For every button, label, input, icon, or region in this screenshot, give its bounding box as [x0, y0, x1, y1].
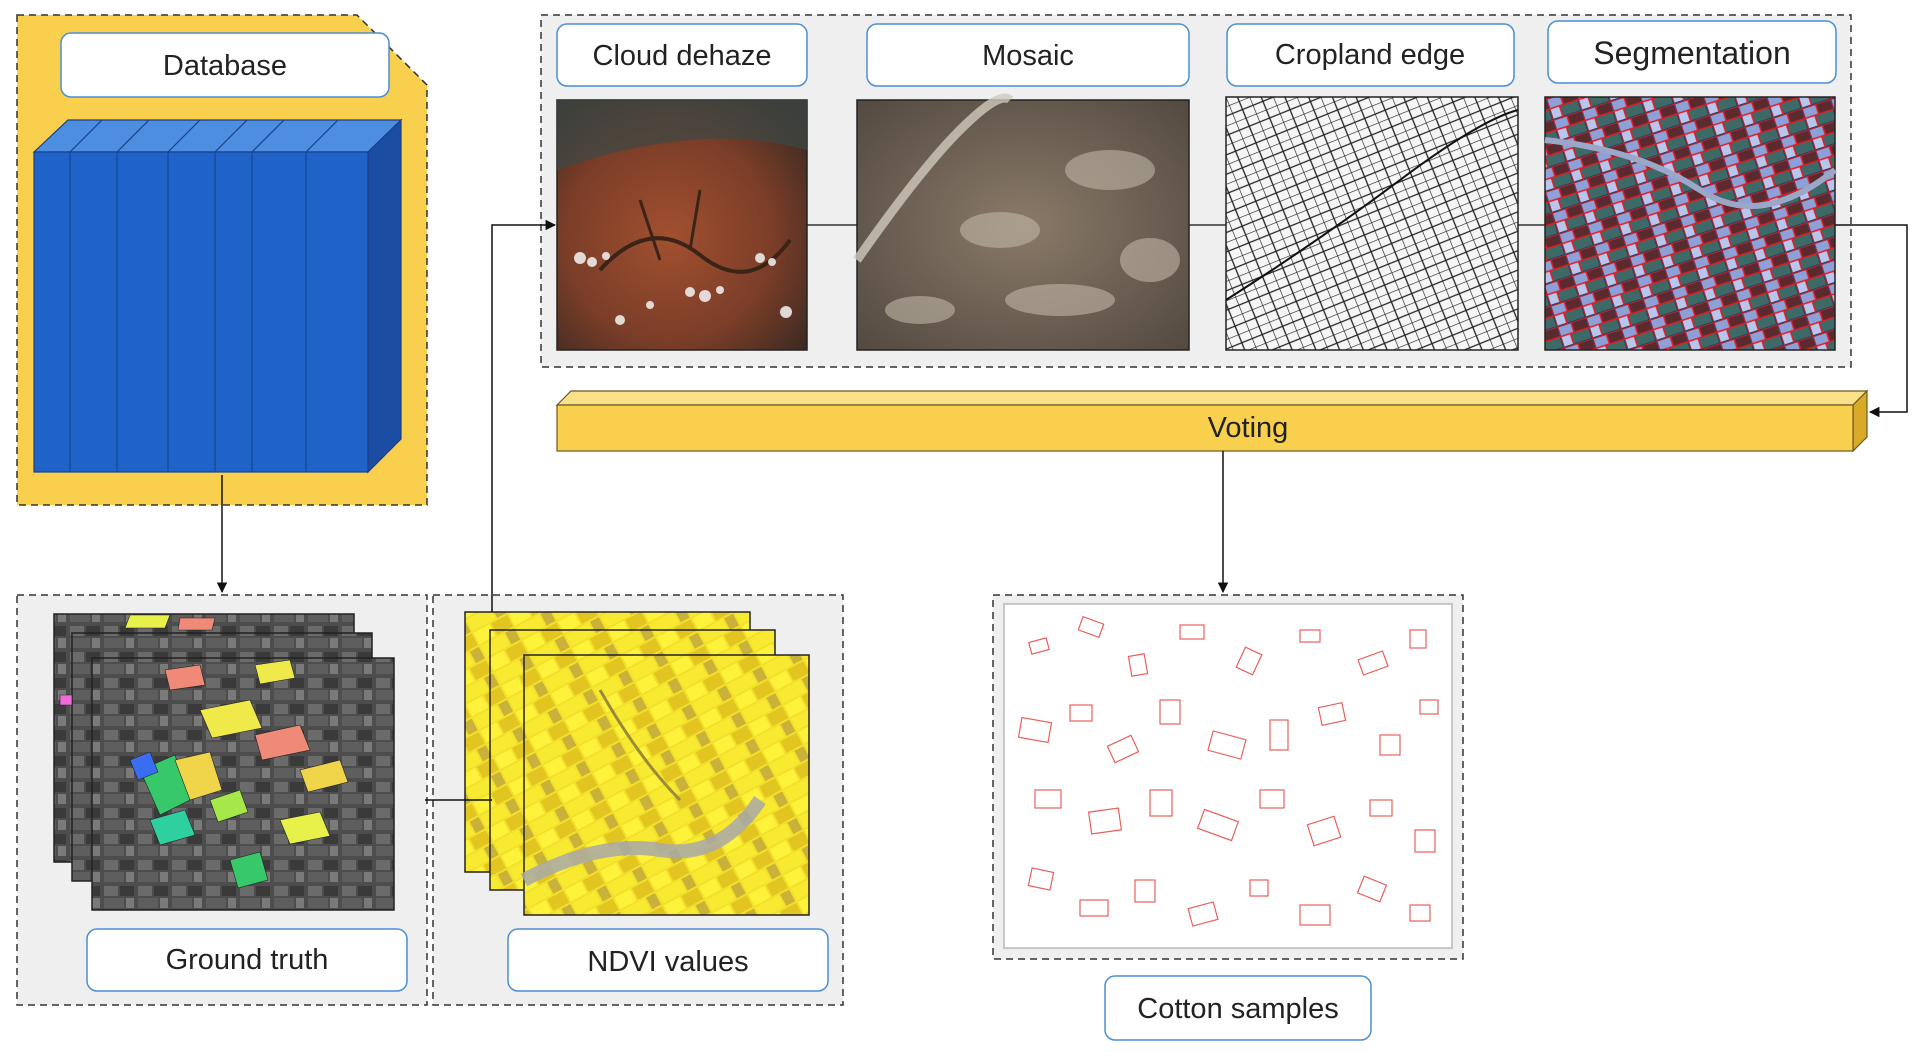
ground-truth-image-stack	[53, 613, 395, 911]
cotton-samples-panel: Cotton samples	[992, 594, 1464, 1041]
database-label-box	[60, 32, 390, 98]
arrow-segmentation-to-voting	[1835, 224, 1908, 418]
mosaic-label-box	[866, 23, 1190, 87]
cotton-samples-image	[1003, 603, 1453, 949]
arrow-ndvi-to-cloud-dehaze	[425, 225, 555, 801]
preprocessing-panel: Cloud dehaze Mosaic Cropland edge Segmen…	[540, 14, 1852, 368]
cloud-dehaze-label: Cloud dehaze	[593, 40, 772, 72]
database-cube-icon	[32, 118, 403, 474]
segmentation-label-box	[1547, 20, 1837, 84]
cloud-dehaze-label-box	[556, 23, 808, 87]
cotton-samples-label-box	[1104, 975, 1372, 1041]
voting-label: Voting	[1208, 412, 1289, 444]
ground-truth-label-box	[86, 928, 408, 992]
cotton-field-outlines	[1017, 615, 1439, 927]
segmentation-label: Segmentation	[1593, 35, 1790, 71]
cloud-dehaze-image	[556, 99, 808, 351]
ndvi-label: NDVI values	[587, 946, 748, 978]
ndvi-image-stack	[464, 611, 810, 916]
mosaic-label: Mosaic	[982, 40, 1074, 72]
flow-arrows	[216, 224, 1908, 801]
ground-truth-label: Ground truth	[166, 944, 329, 976]
segmentation-image	[1544, 96, 1837, 351]
voting-bar: Voting	[555, 389, 1869, 453]
ndvi-panel: NDVI values	[432, 594, 844, 1006]
cotton-samples-label: Cotton samples	[1137, 993, 1339, 1025]
cropland-edge-label-box	[1226, 23, 1515, 87]
database-label: Database	[163, 50, 287, 82]
ndvi-label-box	[507, 928, 829, 992]
cropland-edge-image	[1225, 96, 1519, 351]
mosaic-image	[853, 93, 1190, 351]
database-panel: Database	[16, 14, 428, 506]
ground-truth-panel: Ground truth	[16, 594, 428, 1006]
cropland-edge-label: Cropland edge	[1275, 39, 1465, 71]
